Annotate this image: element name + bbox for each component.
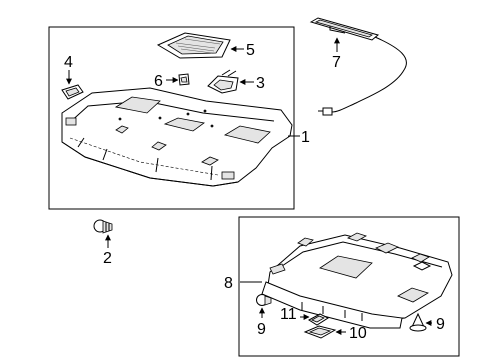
package-shelf-trim xyxy=(61,87,293,187)
callout-11: 11 xyxy=(280,306,297,323)
fastener-9-right xyxy=(409,312,427,332)
assembly-frame-lower xyxy=(238,216,460,357)
callout-5: 5 xyxy=(246,42,255,59)
callout-9-left: 9 xyxy=(257,321,266,338)
callout-10: 10 xyxy=(349,325,367,342)
callout-4: 4 xyxy=(64,54,73,71)
callout-3: 3 xyxy=(256,75,265,92)
callout-6: 6 xyxy=(154,73,163,90)
bracket-3 xyxy=(207,69,239,94)
push-pin-2 xyxy=(93,219,113,234)
retainer-clip-4 xyxy=(61,84,84,100)
speaker-grille-5 xyxy=(156,32,231,59)
push-pin-9-left xyxy=(256,294,272,306)
rear-shelf-panel xyxy=(261,232,453,329)
callout-1: 1 xyxy=(301,129,310,146)
callout-7: 7 xyxy=(332,54,341,71)
callout-2: 2 xyxy=(103,250,112,267)
callout-8: 8 xyxy=(224,275,233,292)
stop-lamp-7 xyxy=(309,17,407,116)
assembly-frame-upper xyxy=(48,26,295,210)
clip-10 xyxy=(303,325,337,339)
callout-9-right: 9 xyxy=(436,316,445,333)
bracket-11 xyxy=(308,313,330,326)
clip-6 xyxy=(178,73,190,86)
